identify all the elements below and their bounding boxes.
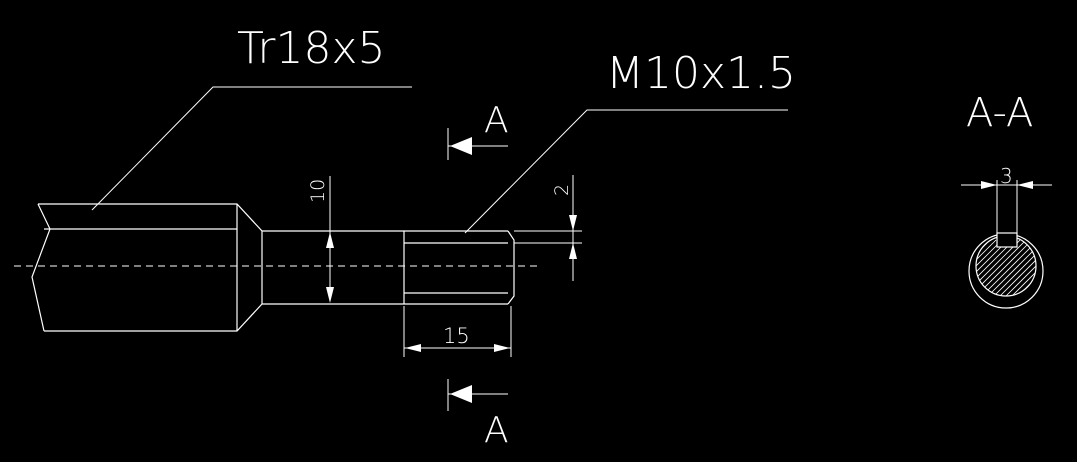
label-tr18x5: Tr18x5 [237,23,386,74]
section-hatching [976,239,1036,296]
dimension-neck-diameter: 10 [307,176,334,303]
break-line [31,203,51,332]
section-title: A-A [966,90,1033,136]
dimension-thread-length-value: 15 [443,324,470,348]
shaft-thread-section [403,230,515,305]
keyway [996,232,1018,248]
section-marker-bottom-label: A [484,410,509,451]
section-marker-top-label: A [484,100,509,141]
dimension-thread-depth: 2 [514,175,582,281]
section-marker-bottom: A [447,379,509,451]
leader-tr18x5: Tr18x5 [91,23,412,211]
shaft-neck-section [261,230,404,305]
label-m10x1-5: M10x1.5 [606,48,796,99]
section-view-a-a: A-A 3 [961,90,1052,309]
section-marker-top: A [447,100,509,160]
shaft-large-section [31,203,263,332]
dimension-neck-diameter-value: 10 [307,179,329,203]
dimension-key-width-value: 3 [1000,164,1013,188]
dimension-thread-length: 15 [403,306,512,357]
dimension-thread-depth-value: 2 [551,184,573,196]
leader-m10x1-5: M10x1.5 [464,48,796,234]
